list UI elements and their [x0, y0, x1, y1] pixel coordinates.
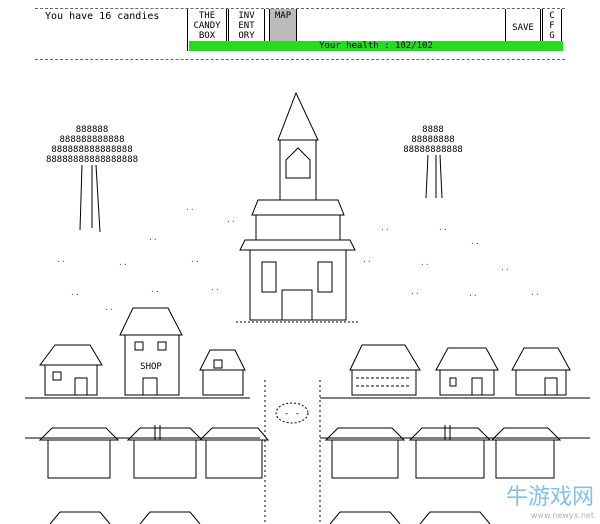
fountain[interactable] [275, 402, 309, 424]
tree-left-line-4: 88888888888888888 [46, 155, 138, 165]
tab-map-label: MAP [274, 11, 292, 21]
status-bar: You have 16 candies THE CANDY BOX INV EN… [35, 8, 565, 60]
svg-text:..: .. [362, 255, 372, 264]
svg-text:..: .. [468, 289, 478, 298]
candy-count: You have 16 candies [45, 11, 160, 22]
svg-text:..: .. [530, 288, 540, 297]
svg-text:..: .. [420, 258, 430, 267]
tree-left-trunk [79, 164, 101, 233]
svg-text:..: .. [500, 263, 510, 272]
svg-text:..: .. [438, 223, 448, 232]
svg-text:..: .. [56, 255, 66, 264]
tab-candy-box-line-3: BOX [198, 31, 216, 41]
watermark-logo: 牛游戏网 www.newyx.net [506, 479, 594, 520]
svg-text:..: .. [118, 258, 128, 267]
tab-save[interactable]: SAVE [505, 9, 541, 51]
house-1[interactable] [39, 344, 103, 396]
tab-config-line-2: F [549, 21, 555, 31]
grass-dots: ...... ...... ...... ...... ...... .....… [56, 203, 540, 312]
house-7[interactable] [126, 425, 204, 479]
house-9[interactable] [324, 427, 406, 479]
tab-config-line-1: C [549, 11, 555, 21]
tree-left-line-3: 888888888888888 [51, 145, 132, 155]
svg-text:..: .. [380, 223, 390, 232]
castle[interactable] [236, 91, 360, 323]
fountain-label: - - [284, 409, 300, 419]
svg-text:..: .. [210, 283, 220, 292]
shop-label: SHOP [140, 362, 162, 372]
house-10[interactable] [408, 425, 492, 479]
tree-left-line-1: 888888 [76, 125, 109, 135]
health-label: Your health : 102/102 [319, 41, 433, 51]
house-2[interactable] [199, 349, 246, 396]
house-8[interactable] [198, 427, 270, 479]
house-5[interactable] [511, 347, 571, 396]
health-bar: Your health : 102/102 [189, 41, 563, 51]
watermark-sub: www.newyx.net [530, 511, 594, 520]
svg-text:..: .. [70, 288, 80, 297]
svg-text:..: .. [148, 233, 158, 242]
tree-right-trunk [425, 154, 443, 199]
tree-right-line-3: 88888888888 [403, 145, 463, 155]
tab-inventory-line-3: ORY [238, 31, 255, 41]
tree-left-line-2: 888888888888 [59, 135, 124, 145]
svg-text:..: .. [190, 255, 200, 264]
house-row-bottom [49, 511, 491, 524]
shop-building[interactable] [119, 307, 183, 396]
svg-text:..: .. [226, 215, 236, 224]
tab-candy-box-line-2: CANDY [193, 21, 221, 31]
svg-text:..: .. [185, 203, 195, 212]
tree-left: 888888 888888888888 888888888888888 8888… [46, 125, 138, 165]
tab-inventory-line-1: INV [238, 11, 255, 21]
house-6[interactable] [38, 427, 120, 479]
house-11[interactable] [490, 427, 562, 479]
tree-right: 8888 88888888 88888888888 [403, 125, 463, 155]
svg-text:..: .. [104, 303, 114, 312]
tab-config-line-3: G [549, 31, 555, 41]
house-3[interactable] [349, 344, 421, 396]
tab-config[interactable]: C F G [542, 9, 562, 51]
watermark-text: 牛游戏网 [505, 485, 594, 510]
tab-inventory-line-2: ENT [238, 21, 255, 31]
tree-right-line-2: 88888888 [411, 135, 454, 145]
tab-save-label: SAVE [512, 23, 534, 33]
house-4[interactable] [435, 347, 499, 396]
tree-right-line-1: 8888 [422, 125, 444, 135]
tab-inventory[interactable]: INV ENT ORY [228, 9, 265, 51]
tab-candy-box-line-1: THE [198, 11, 216, 21]
svg-text:..: .. [150, 285, 160, 294]
svg-text:..: .. [470, 237, 480, 246]
svg-text:..: .. [410, 287, 420, 296]
tab-candy-box[interactable]: THE CANDY BOX [187, 9, 227, 51]
